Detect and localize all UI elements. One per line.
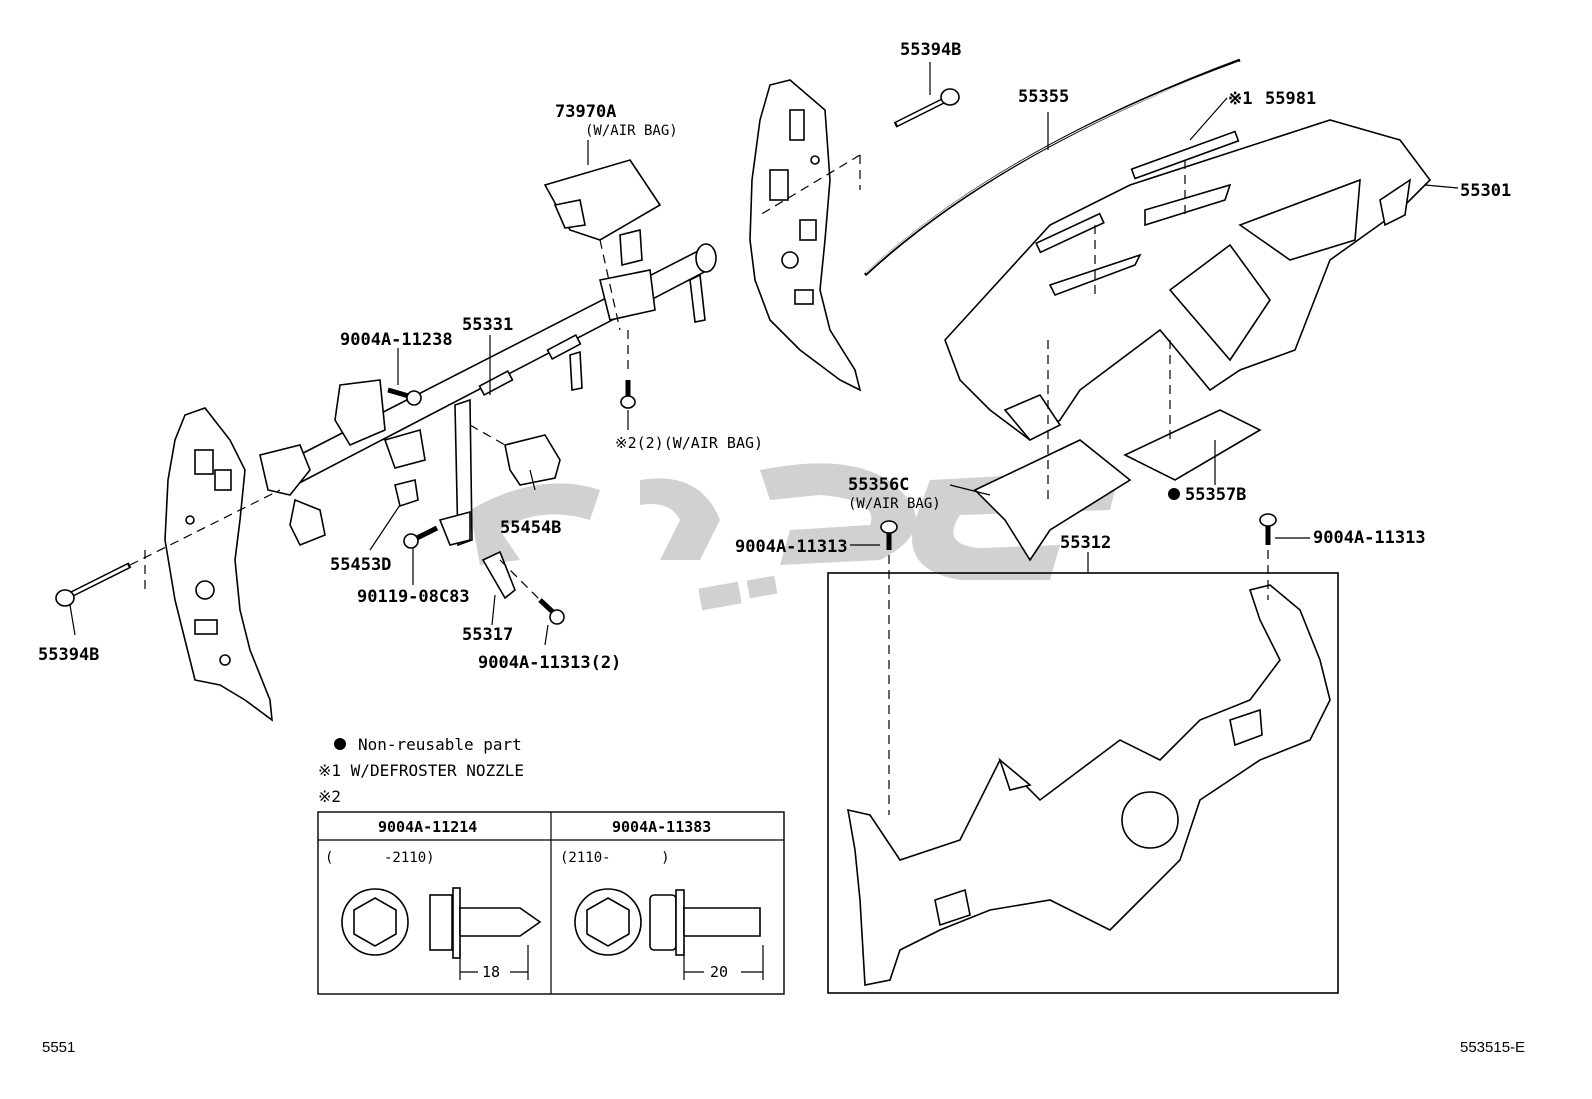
bolt-9004A-11238 bbox=[387, 387, 422, 406]
dim-18: 18 bbox=[482, 963, 500, 981]
part-55453D bbox=[394, 479, 419, 508]
bolt-9004A-11313-left bbox=[880, 520, 898, 550]
label-9004A-11313-left: 9004A-11313 bbox=[735, 537, 848, 557]
table-range-2: (2110- ) bbox=[560, 850, 670, 866]
label-55356C-sub: (W/AIR BAG) bbox=[848, 496, 941, 512]
footer-right-code: 553515-E bbox=[1460, 1039, 1525, 1056]
label-55454B: 55454B bbox=[500, 518, 561, 538]
bolt-90119 bbox=[403, 525, 439, 549]
table-header-1: 9004A-11214 bbox=[378, 818, 477, 836]
label-55394B-top: 55394B bbox=[900, 40, 961, 60]
label-55357B: 55357B bbox=[1185, 485, 1246, 505]
label-55317: 55317 bbox=[462, 625, 513, 645]
dim-20: 20 bbox=[710, 963, 728, 981]
leader-lines bbox=[369, 97, 1459, 646]
label-73970A: 73970A bbox=[555, 102, 616, 122]
nonreusable-dot-icon bbox=[1168, 488, 1180, 500]
assembly-dash-lines bbox=[129, 154, 1269, 815]
label-55355: 55355 bbox=[1018, 87, 1069, 107]
label-55331: 55331 bbox=[462, 315, 513, 335]
lower-panel-box bbox=[827, 572, 1339, 994]
label-9004A-11313-right: 9004A-11313 bbox=[1313, 528, 1426, 548]
instrument-panel-55301 bbox=[944, 119, 1432, 441]
right-side-bracket bbox=[749, 79, 862, 392]
pad-55356C bbox=[973, 439, 1132, 562]
bolt-11214-drawing bbox=[341, 887, 542, 980]
label-mark1: ※1 bbox=[1228, 89, 1252, 109]
legend-note2: ※2 bbox=[318, 787, 341, 806]
table-header-2: 9004A-11383 bbox=[612, 818, 711, 836]
bolt-table bbox=[317, 811, 785, 995]
windshield-strip-55355 bbox=[863, 58, 1241, 277]
lower-panel-55312 bbox=[847, 584, 1331, 986]
label-55981: 55981 bbox=[1265, 89, 1316, 109]
part-55454B bbox=[504, 434, 561, 486]
label-90119-08C83: 90119-08C83 bbox=[357, 587, 470, 607]
pad-55357B bbox=[1123, 409, 1262, 481]
footer-left-code: 5551 bbox=[42, 1039, 75, 1056]
steering-support-beam bbox=[259, 228, 717, 547]
legend-note1: ※1 W/DEFROSTER NOZZLE bbox=[318, 761, 524, 780]
left-long-bolt bbox=[55, 562, 132, 636]
label-55453D: 55453D bbox=[330, 555, 391, 575]
label-55301: 55301 bbox=[1460, 181, 1511, 201]
left-side-bracket bbox=[164, 407, 273, 722]
legend-dot-icon bbox=[334, 738, 346, 750]
bolt-9004A-11313-right bbox=[1259, 513, 1277, 545]
label-9004A-11313-2: 9004A-11313(2) bbox=[478, 653, 621, 673]
label-55356C: 55356C bbox=[848, 475, 909, 495]
legend-nonreusable: Non-reusable part bbox=[358, 735, 522, 754]
label-55394B-left: 55394B bbox=[38, 645, 99, 665]
label-mark2-bolt: ※2(2)(W/AIR BAG) bbox=[615, 434, 763, 452]
top-long-bolt bbox=[893, 62, 960, 128]
table-range-1: ( -2110) bbox=[325, 850, 435, 866]
airbag-73970A bbox=[543, 159, 662, 241]
label-9004A-11238: 9004A-11238 bbox=[340, 330, 453, 350]
bolt-11383-drawing bbox=[574, 888, 764, 980]
label-73970A-sub: (W/AIR BAG) bbox=[585, 123, 678, 139]
bolt-mark2 bbox=[620, 380, 636, 409]
label-55312: 55312 bbox=[1060, 533, 1111, 553]
clip-55317 bbox=[481, 550, 516, 600]
bolt-9004A-11313-2 bbox=[538, 598, 565, 625]
